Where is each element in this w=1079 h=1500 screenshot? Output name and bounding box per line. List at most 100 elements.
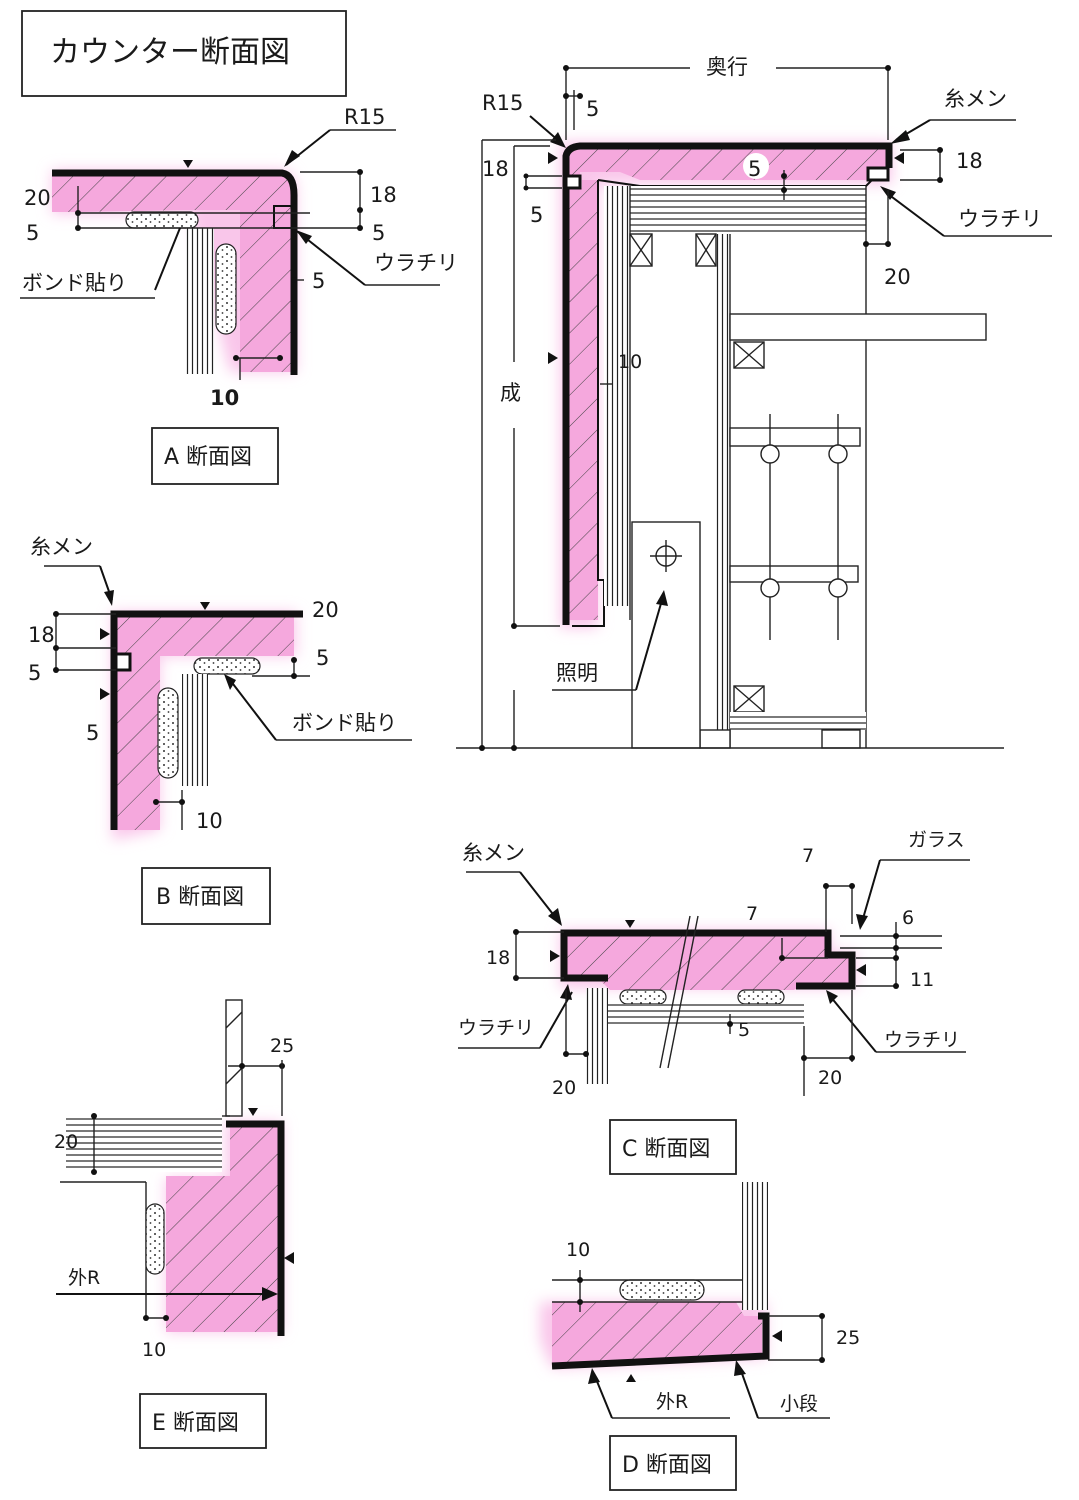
e-dim-10: 10: [142, 1339, 166, 1361]
main-sei-label: 成: [500, 381, 521, 405]
section-b: 糸メン 20 18 5 5 5 10 ボンド貼り B 断面図: [28, 535, 412, 925]
b-caption-frame: [141, 867, 271, 925]
c-dim-20b: 20: [818, 1067, 842, 1089]
section-d: 10 25 外R 小段 D 断面図: [540, 1182, 860, 1491]
section-b-notch: [114, 652, 132, 672]
section-c-panel: [586, 988, 608, 1084]
c-dim-7b: 7: [746, 903, 758, 925]
main-edge: [562, 142, 893, 625]
e-caption: E 断面図: [152, 1411, 239, 1436]
e-dim-25: 25: [270, 1035, 294, 1057]
section-b-panel: [182, 674, 208, 786]
b-dim-18: 18: [28, 623, 55, 647]
section-e-stack: [66, 1116, 222, 1172]
section-a-panel: [186, 228, 214, 374]
main-dim-18b: 18: [956, 149, 983, 173]
main-urachiri-label: ウラチリ: [958, 207, 1042, 231]
main-xbox-2: [695, 233, 717, 267]
section-e: 25 20 外R 10 E 断面図: [54, 999, 294, 1449]
main-urachiri-notch: [564, 174, 582, 190]
section-a-edge: [52, 169, 298, 375]
b-dim-5b: 5: [316, 646, 329, 670]
c-caption-frame: [609, 1119, 737, 1175]
b-itomen-label: 糸メン: [30, 535, 93, 559]
e-caption-frame: [139, 1393, 267, 1449]
main-dim-5b: 5: [748, 157, 761, 181]
d-dim-25: 25: [836, 1327, 860, 1349]
a-bond-label: ボンド貼り: [22, 271, 127, 295]
main-shomei-label: 照明: [556, 661, 598, 685]
section-b-foam: [157, 687, 179, 779]
section-c-counter: [564, 934, 852, 990]
a-urachiri-label: ウラチリ: [374, 251, 458, 275]
section-e-counter: [166, 1126, 278, 1332]
section-c: 糸メン 18 7 7 ガラス 6 11 5 ウラチリ: [458, 829, 970, 1175]
section-c-bond-l: [619, 989, 667, 1005]
b-dim-5a: 5: [28, 661, 41, 685]
section-a-bond: [125, 211, 199, 229]
e-dim-20: 20: [54, 1131, 78, 1153]
section-a-foam: [215, 243, 237, 335]
main-xbox-3: [733, 341, 765, 369]
c-dim-20a: 20: [552, 1077, 576, 1099]
main-okuyuki-label: 奥行: [706, 55, 748, 79]
section-a-counter: [52, 174, 292, 372]
c-dim-18: 18: [486, 947, 510, 969]
section-main: 奥行 5 R15 糸メン 成 18 5 5: [456, 55, 1052, 751]
d-caption-frame: [609, 1435, 737, 1491]
main-post: [714, 234, 730, 730]
c-dim-6: 6: [902, 907, 914, 929]
main-dim-5: 5: [530, 203, 543, 227]
c-caption: C 断面図: [622, 1137, 710, 1162]
main-xbox-1: [629, 233, 653, 267]
b-caption: B 断面図: [156, 885, 244, 910]
c-urachiri-left: ウラチリ: [458, 1017, 534, 1039]
c-urachiri-right: ウラチリ: [884, 1029, 960, 1051]
main-dim-20: 20: [884, 265, 911, 289]
c-dim-5: 5: [738, 1019, 750, 1041]
b-dim-10: 10: [196, 809, 223, 833]
section-c-stack: [606, 1004, 804, 1026]
section-d-edge: [551, 1312, 770, 1370]
a-dim-5b: 5: [372, 221, 385, 245]
section-a: R15 20 5 18 5 5 10 ボンド貼り ウラチリ A 断面図: [20, 105, 458, 485]
d-soto-r-label: 外R: [656, 1391, 688, 1413]
c-itomen-label: 糸メン: [462, 841, 525, 865]
main-shelf-3: [729, 565, 859, 583]
title-frame: [21, 10, 347, 97]
section-e-edge: [226, 1120, 285, 1336]
d-kodan-label: 小段: [780, 1393, 818, 1415]
b-dim-20: 20: [312, 598, 339, 622]
a-r15-label: R15: [344, 105, 385, 129]
section-d-bond: [619, 1279, 705, 1301]
c-glass-label: ガラス: [908, 829, 965, 851]
section-c-edge: [560, 929, 856, 990]
b-dim-5c: 5: [86, 721, 99, 745]
a-dim-18: 18: [370, 183, 397, 207]
main-dim-10: 10: [618, 351, 642, 373]
main-shelf-1: [729, 313, 987, 341]
title-block: カウンター断面図: [21, 10, 347, 97]
section-d-panel: [742, 1182, 768, 1310]
main-xbox-4: [733, 685, 765, 713]
main-counter-side: [566, 180, 598, 620]
a-dim-10: 10: [210, 386, 239, 410]
a-dim-20: 20: [24, 186, 51, 210]
a-dim-5a: 5: [26, 221, 39, 245]
a-caption-frame: [151, 427, 279, 485]
d-dim-10: 10: [566, 1239, 590, 1261]
section-e-glass: [225, 999, 243, 1117]
main-shelf-2: [729, 427, 861, 447]
section-c-bond-r: [737, 989, 785, 1005]
c-dim-11: 11: [910, 969, 934, 991]
main-itomen-label: 糸メン: [944, 87, 1007, 111]
section-d-counter: [552, 1302, 762, 1364]
main-dim-5top: 5: [586, 97, 599, 121]
b-bond-label: ボンド貼り: [292, 711, 397, 735]
main-base-stack: [730, 712, 866, 730]
e-soto-r-label: 外R: [68, 1267, 100, 1289]
main-back-panel: [604, 186, 630, 606]
main-r15-label: R15: [482, 91, 523, 115]
d-caption: D 断面図: [622, 1453, 712, 1478]
